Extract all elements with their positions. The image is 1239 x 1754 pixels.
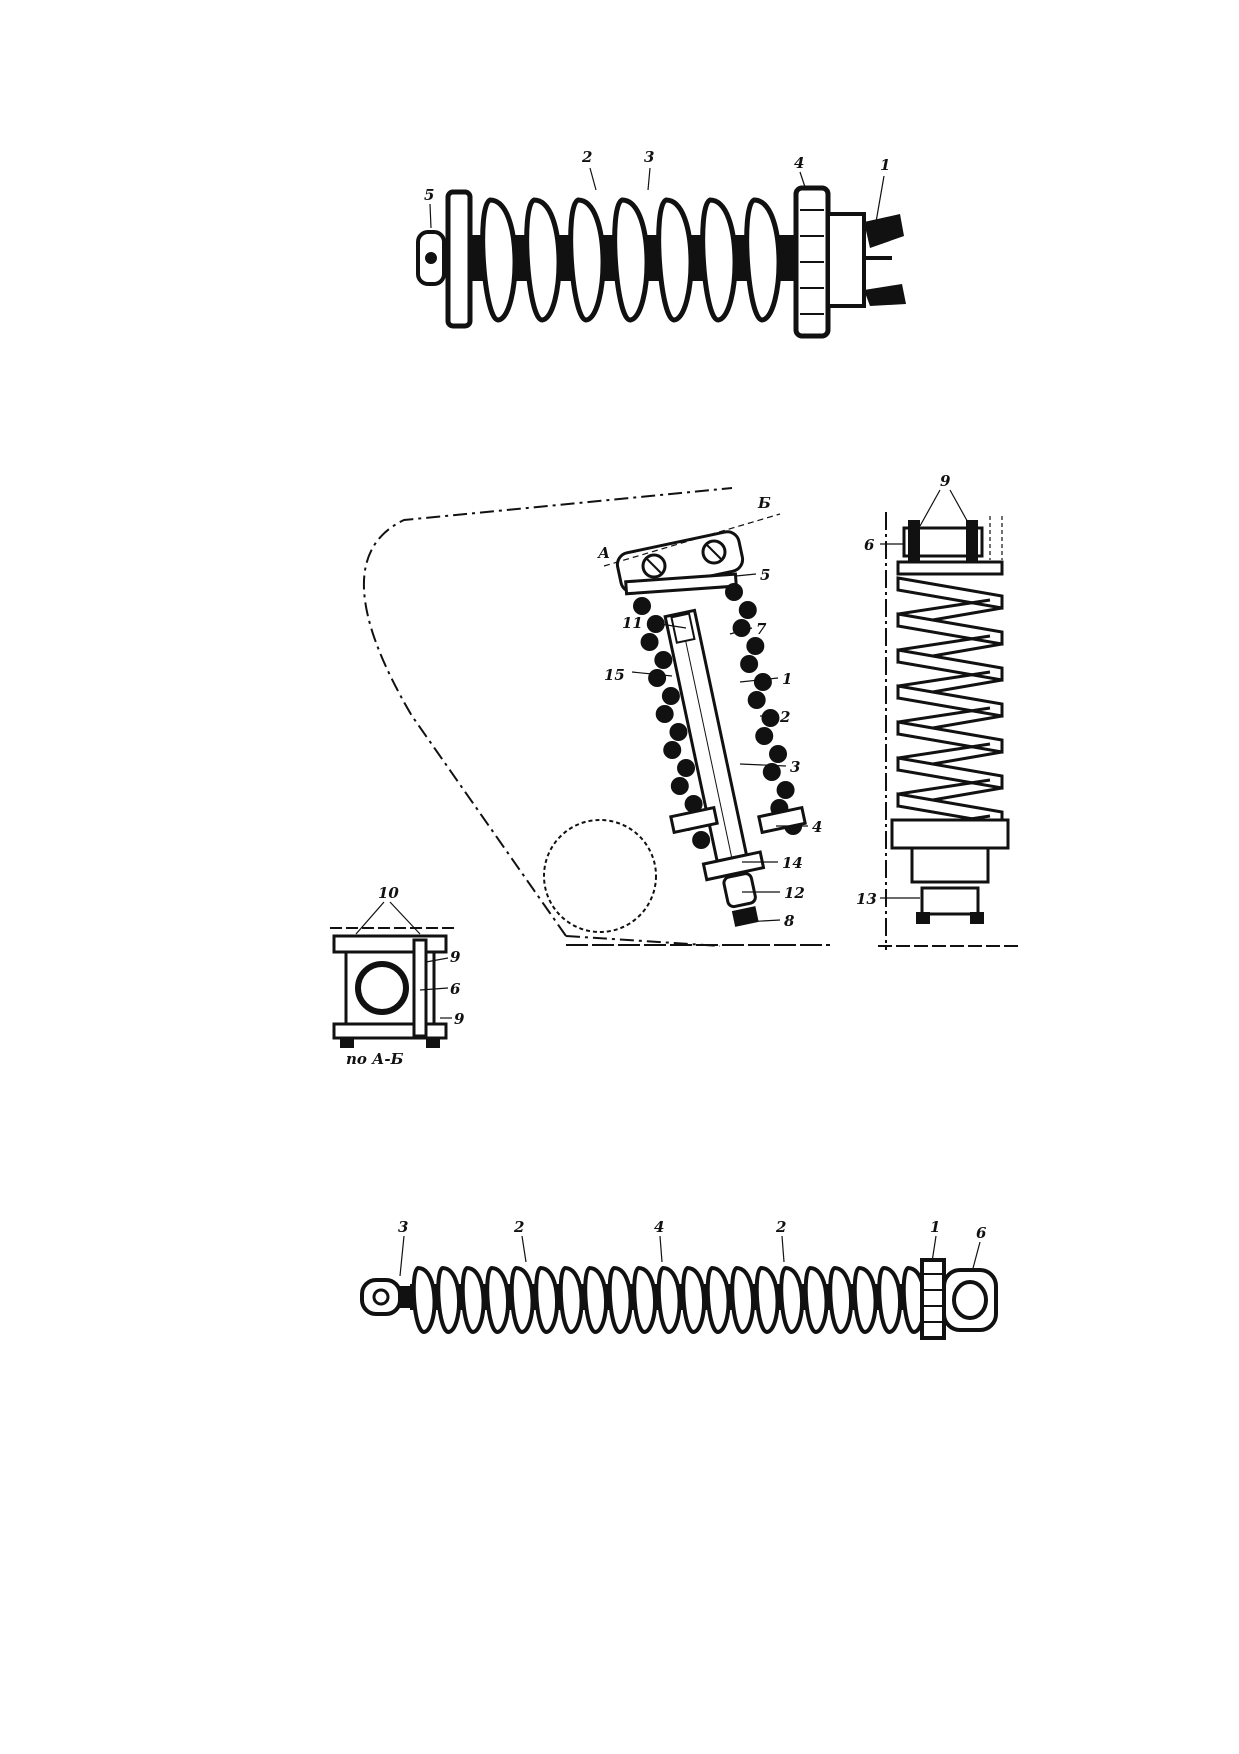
fig3-callout-2-left: 2 bbox=[513, 1218, 524, 1236]
fig2-front-lower-eye bbox=[920, 886, 980, 916]
fig2-upper-spring-plate bbox=[624, 572, 738, 596]
fig2-section-callout-9-top: 9 bbox=[450, 948, 461, 966]
fig2-callout-7: 7 bbox=[756, 620, 767, 638]
fig2-section-mark-a: А bbox=[597, 544, 610, 562]
fig3-callout-6: 6 bbox=[976, 1224, 987, 1242]
fig2-section-callout-6: 6 bbox=[450, 980, 461, 998]
fig2-lower-spring-plate bbox=[701, 850, 766, 882]
fig1-callout-5: 5 bbox=[424, 186, 434, 204]
fig3-callout-4: 4 bbox=[654, 1218, 664, 1236]
fig3-right-eye bbox=[942, 1268, 998, 1332]
fig2-callout-12: 12 bbox=[784, 884, 805, 902]
fig2-callout-5: 5 bbox=[760, 566, 770, 584]
fig3-coil-spring bbox=[411, 1265, 927, 1335]
fig2-front-callout-6: 6 bbox=[864, 536, 875, 554]
fig2-section-callout-10: 10 bbox=[378, 884, 399, 902]
fig2-front-callout-9: 9 bbox=[940, 472, 951, 490]
fig1-right-mount bbox=[826, 212, 866, 308]
fig2-section-mark-b: Б bbox=[757, 494, 771, 512]
fig2-callout-1: 1 bbox=[782, 670, 792, 688]
fig2-callout-15: 15 bbox=[604, 666, 625, 684]
fig2-section-label: по А-Б bbox=[346, 1050, 404, 1068]
fig2-callout-14: 14 bbox=[782, 854, 803, 872]
fig3-adjuster-ring bbox=[920, 1258, 946, 1340]
fig2-frame-outline bbox=[363, 487, 733, 947]
fig2-spring-bracket bbox=[669, 805, 719, 835]
fig2-section-view: 10 9 6 9 по А-Б bbox=[330, 884, 465, 1068]
fig2-front-coil-spring bbox=[896, 576, 1004, 844]
fig2-wheel-circle bbox=[543, 819, 657, 933]
fig2-section-eye-circle bbox=[355, 961, 409, 1015]
fig3-callout-1: 1 bbox=[930, 1218, 940, 1236]
figure-3-long-shock-absorber: 3 2 4 2 1 6 bbox=[360, 1218, 998, 1340]
fig1-callout-4: 4 bbox=[794, 154, 804, 172]
fig2-lower-eye bbox=[722, 872, 757, 909]
fig3-left-eye bbox=[360, 1278, 402, 1316]
fig2-section-callout-9-bottom: 9 bbox=[454, 1010, 465, 1028]
fig1-left-spring-plate bbox=[445, 189, 473, 329]
fig1-callout-3: 3 bbox=[644, 148, 654, 166]
fig2-callout-2: 2 bbox=[779, 708, 790, 726]
fig2-front-view: 9 6 13 bbox=[856, 472, 1022, 950]
fig2-callout-4: 4 bbox=[812, 818, 822, 836]
fig1-coil-spring bbox=[480, 197, 782, 323]
fig1-callout-1: 1 bbox=[880, 156, 890, 174]
figure-1-shock-absorber: 5 2 3 4 1 bbox=[416, 148, 906, 339]
fig2-front-lower-plate bbox=[890, 818, 1010, 850]
fig1-callout-2: 2 bbox=[581, 148, 592, 166]
fig3-callout-2-right: 2 bbox=[775, 1218, 786, 1236]
fig2-callout-11: 11 bbox=[622, 614, 643, 632]
fig2-front-callout-13: 13 bbox=[856, 890, 877, 908]
fig2-callout-8: 8 bbox=[784, 912, 795, 930]
figure-2-installation: А Б 5 11 7 15 1 2 bbox=[330, 472, 1022, 1068]
fig2-callout-3: 3 bbox=[790, 758, 800, 776]
fig3-callout-3: 3 bbox=[398, 1218, 408, 1236]
